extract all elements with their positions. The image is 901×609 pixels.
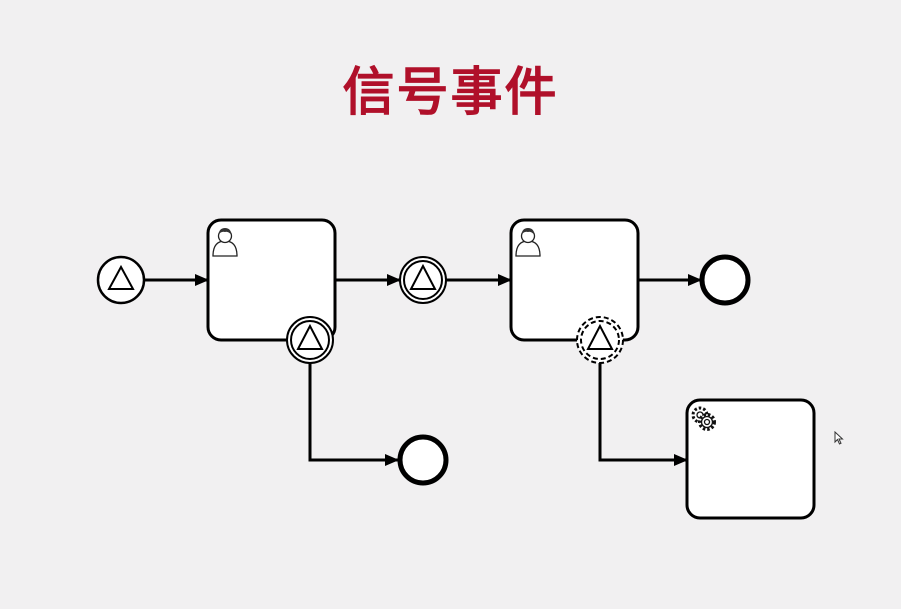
signal-boundary-event-non-interrupting[interactable] bbox=[576, 316, 624, 364]
end-event-1[interactable] bbox=[397, 434, 449, 486]
mouse-cursor-icon bbox=[834, 431, 844, 445]
sequence-flow-boundary2-to-service bbox=[598, 363, 688, 466]
signal-start-event[interactable] bbox=[96, 255, 146, 305]
signal-intermediate-catch-event[interactable] bbox=[399, 256, 447, 304]
service-task[interactable] bbox=[685, 398, 816, 520]
end-event-2[interactable] bbox=[699, 254, 751, 306]
gear-icon bbox=[691, 406, 716, 431]
signal-triangle-icon bbox=[409, 263, 437, 290]
user-icon bbox=[212, 228, 238, 257]
signal-triangle-icon bbox=[296, 323, 324, 350]
user-task-1[interactable] bbox=[206, 218, 337, 342]
user-icon bbox=[515, 228, 541, 257]
signal-triangle-icon bbox=[586, 323, 614, 350]
signal-triangle-icon bbox=[107, 264, 135, 290]
slide-title: 信号事件 bbox=[342, 63, 559, 123]
signal-boundary-event-interrupting[interactable] bbox=[286, 316, 334, 364]
user-task-2[interactable] bbox=[509, 218, 640, 342]
sequence-flow-boundary1-to-end1 bbox=[308, 363, 399, 466]
